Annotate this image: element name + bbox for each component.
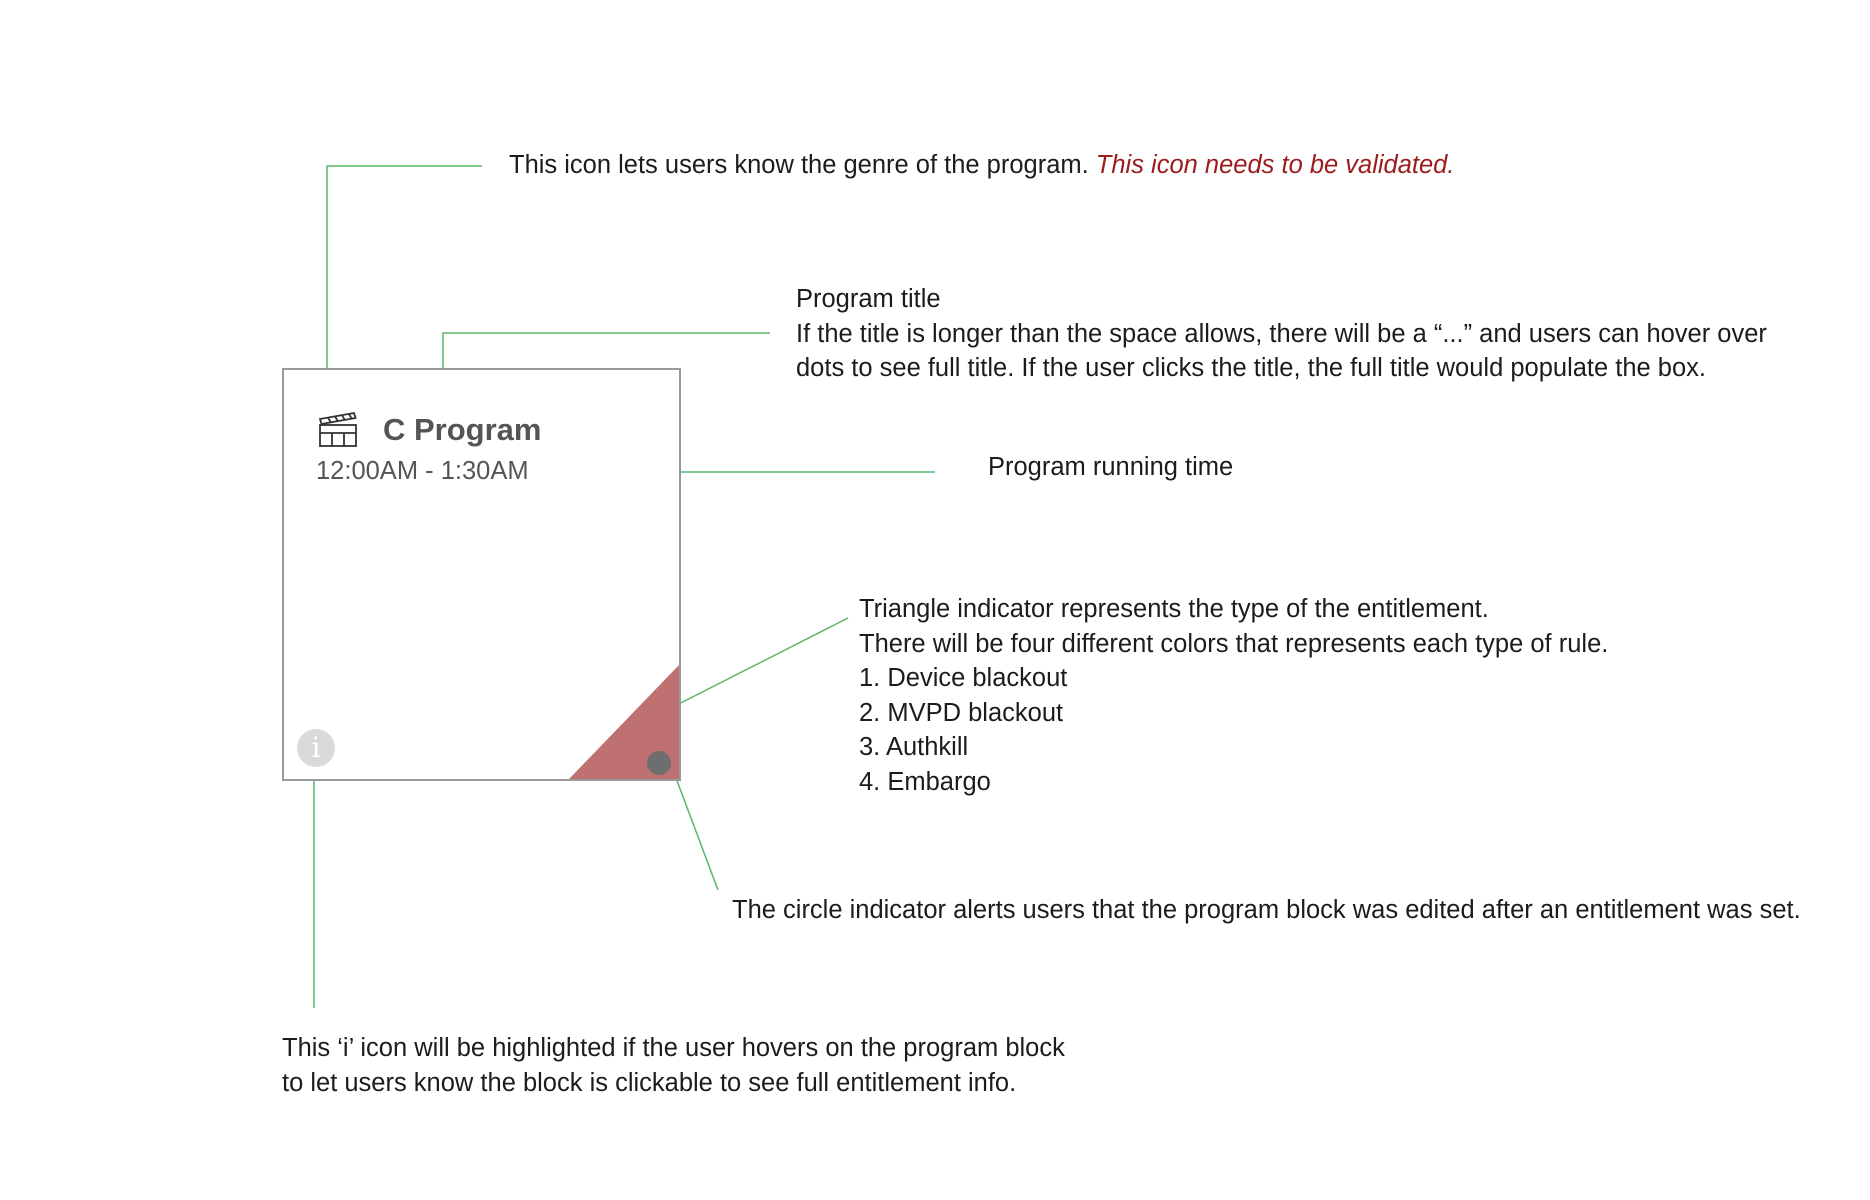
genre-validation-warning: This icon needs to be validated. [1095, 151, 1455, 179]
title-annotation-line-2: dots to see full title. If the user clic… [796, 354, 1706, 382]
program-block[interactable]: C Program 12:00AM - 1:30AM i [282, 368, 681, 781]
title-annotation: Program title If the title is longer tha… [796, 282, 1767, 386]
info-annotation-line-1: This ‘i’ icon will be highlighted if the… [282, 1034, 1065, 1062]
triangle-connector [656, 617, 849, 716]
clapperboard-icon [318, 409, 358, 449]
triangle-annotation-line-1: Triangle indicator represents the type o… [859, 595, 1489, 623]
triangle-annotation-line-2: There will be four different colors that… [859, 629, 1609, 658]
genre-annotation-text: This icon lets users know the genre of t… [509, 151, 1089, 179]
info-icon[interactable]: i [297, 729, 335, 767]
circle-annotation: The circle indicator alerts users that t… [732, 896, 1801, 924]
circle-connector [675, 777, 719, 891]
rule-item-mvpd-blackout: 2. MVPD blackout [859, 698, 1064, 727]
edited-circle-indicator [647, 751, 671, 775]
genre-connector [326, 165, 482, 402]
title-annotation-line-1: If the title is longer than the space al… [796, 319, 1767, 348]
genre-annotation: This icon lets users know the genre of t… [509, 148, 1454, 183]
rule-item-device-blackout: 1. Device blackout [859, 664, 1068, 692]
info-annotation: This ‘i’ icon will be highlighted if the… [282, 1031, 1065, 1100]
triangle-annotation: Triangle indicator represents the type o… [859, 592, 1608, 799]
program-title[interactable]: C Program [383, 412, 542, 447]
running-time-annotation: Program running time [988, 453, 1234, 481]
rule-item-embargo: 4. Embargo [859, 767, 991, 796]
rule-item-authkill: 3. Authkill [859, 733, 969, 761]
program-running-time: 12:00AM - 1:30AM [316, 457, 529, 485]
info-annotation-line-2: to let users know the block is clickable… [282, 1068, 1017, 1097]
title-annotation-heading: Program title [796, 285, 941, 313]
